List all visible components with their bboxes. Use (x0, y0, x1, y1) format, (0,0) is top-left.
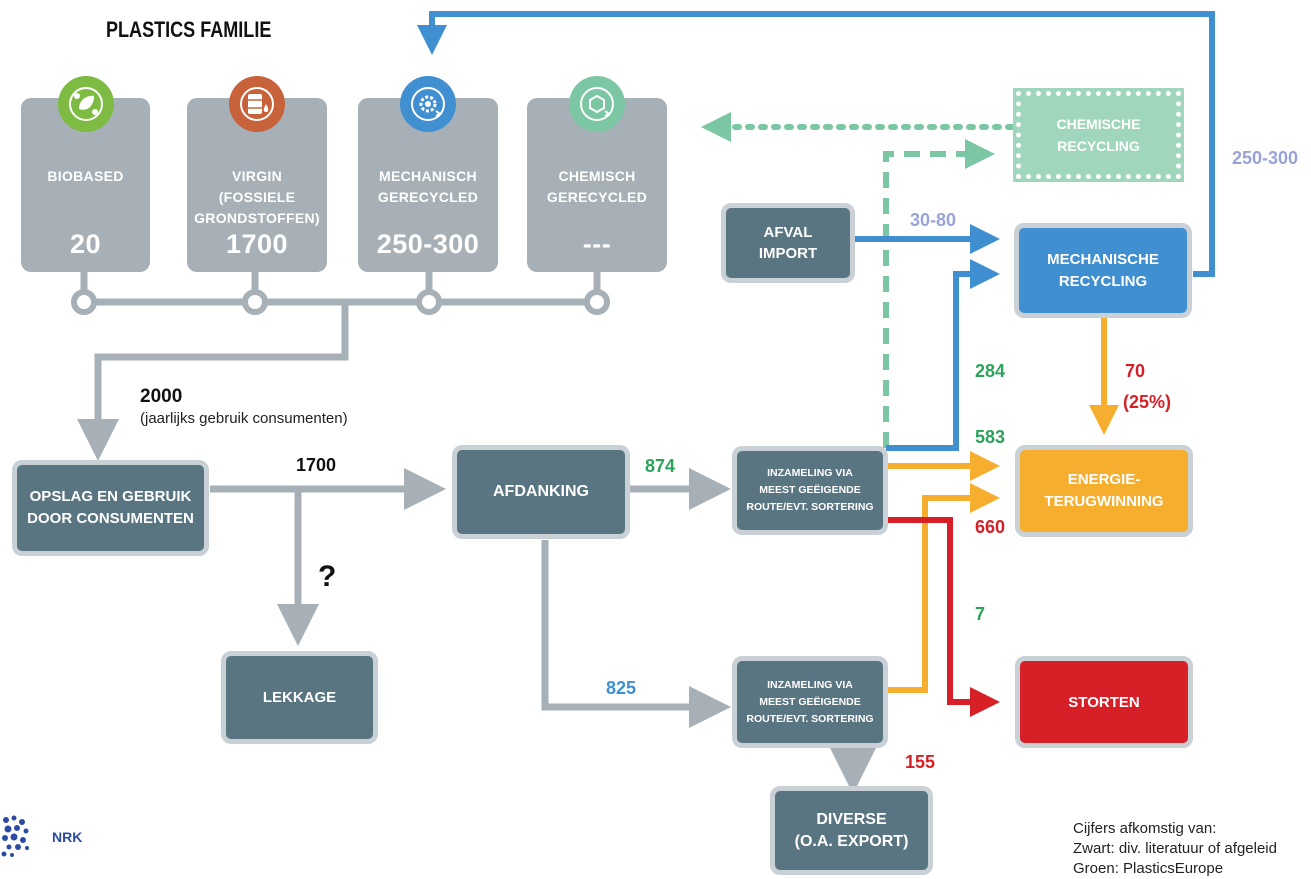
chemische-recycling-box: CHEMISCHE RECYCLING (1013, 88, 1184, 182)
flow-label-7: 7 (975, 604, 986, 624)
family-card-biobased: BIOBASED 20 (21, 76, 150, 272)
supply-arrow (77, 302, 349, 461)
to-storten-arrow (888, 517, 1000, 717)
mechanische-recycling-box: MECHANISCHE RECYCLING (1014, 223, 1192, 318)
nrk-dots-logo-icon (1, 815, 29, 857)
flow-label-70: 70 (1125, 361, 1146, 381)
flow-label-284: 284 (975, 361, 1006, 381)
family-label: MECHANISCH GERECYCLED (377, 168, 479, 205)
inzameling-top-box: INZAMELING VIA MEEST GEËIGENDE ROUTE/EVT… (732, 446, 888, 535)
afdanking-box: AFDANKING (452, 445, 630, 539)
gear-recycle-icon (400, 76, 456, 132)
opslag-box: OPSLAG EN GEBRUIK DOOR CONSUMENTEN (12, 460, 209, 556)
family-value: 250-300 (376, 229, 480, 259)
family-card-virgin: VIRGIN (FOSSIELE GRONDSTOFFEN) 1700 (187, 76, 327, 272)
page-title: PLASTICS FAMILIE (106, 17, 272, 42)
afdanking-to-inz-bottom-arrow (541, 540, 731, 728)
hexagon-recycle-icon (569, 76, 625, 132)
nrk-logo-text: NRK (52, 829, 83, 845)
inz-bottom-to-energie-arrow (888, 483, 1000, 693)
flow-label-825: 825 (606, 678, 637, 698)
storten-box: STORTEN (1015, 656, 1193, 748)
inzameling-bottom-box: INZAMELING VIA MEEST GEËIGENDE ROUTE/EVT… (732, 656, 888, 748)
oil-barrel-icon (229, 76, 285, 132)
flow-label-30-80: 30-80 (910, 210, 957, 230)
leakage-question: ? (318, 560, 337, 593)
flow-label-874: 874 (645, 456, 676, 476)
family-value: 1700 (225, 229, 289, 259)
flow-label-583: 583 (975, 427, 1006, 447)
leaf-molecule-icon (57, 76, 114, 132)
afval-import-box: AFVAL IMPORT (721, 203, 855, 283)
family-label: VIRGIN (FOSSIELE GRONDSTOFFEN) (194, 168, 320, 226)
flow-label-660: 660 (975, 517, 1006, 537)
source-note: Cijfers afkomstig van: Zwart: div. liter… (1073, 820, 1277, 877)
family-label: BIOBASED (47, 168, 124, 184)
diverse-box: DIVERSE (O.A. EXPORT) (770, 786, 933, 875)
consumption-note: (jaarlijks gebruik consumenten) (140, 410, 348, 427)
family-value: 20 (69, 229, 102, 259)
consumption-value: 2000 (140, 386, 183, 407)
energie-box: ENERGIE- TERUGWINNING (1015, 445, 1193, 537)
family-card-chemisch: CHEMISCH GERECYCLED --- (527, 76, 667, 272)
flow-label-250-300: 250-300 (1232, 148, 1299, 168)
chemical-dashed-arrow (883, 139, 995, 448)
nrk-logo: NRK (0, 812, 110, 862)
family-value: --- (582, 229, 612, 259)
flow-label-25pct: (25%) (1123, 392, 1172, 412)
flow-label-1700: 1700 (296, 455, 337, 475)
lekkage-box: LEKKAGE (221, 651, 378, 744)
family-card-mechanisch: MECHANISCH GERECYCLED 250-300 (358, 76, 498, 272)
inz-to-mech-arrow (886, 259, 1000, 451)
flow-label-155: 155 (905, 752, 936, 772)
family-label: CHEMISCH GERECYCLED (546, 168, 648, 205)
recycle-return-arrow (417, 11, 1215, 277)
